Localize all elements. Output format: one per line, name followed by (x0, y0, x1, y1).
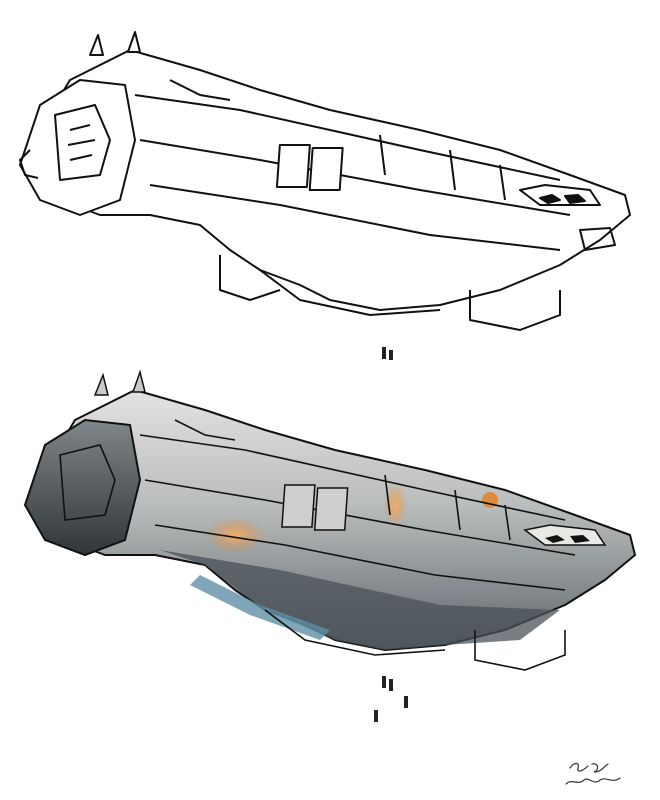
artist-signature (565, 762, 621, 785)
scale-figures-top (382, 347, 393, 360)
scale-figures-bottom (374, 676, 408, 722)
painted-spaceship (23, 369, 636, 722)
lineart-spaceship (19, 31, 631, 360)
